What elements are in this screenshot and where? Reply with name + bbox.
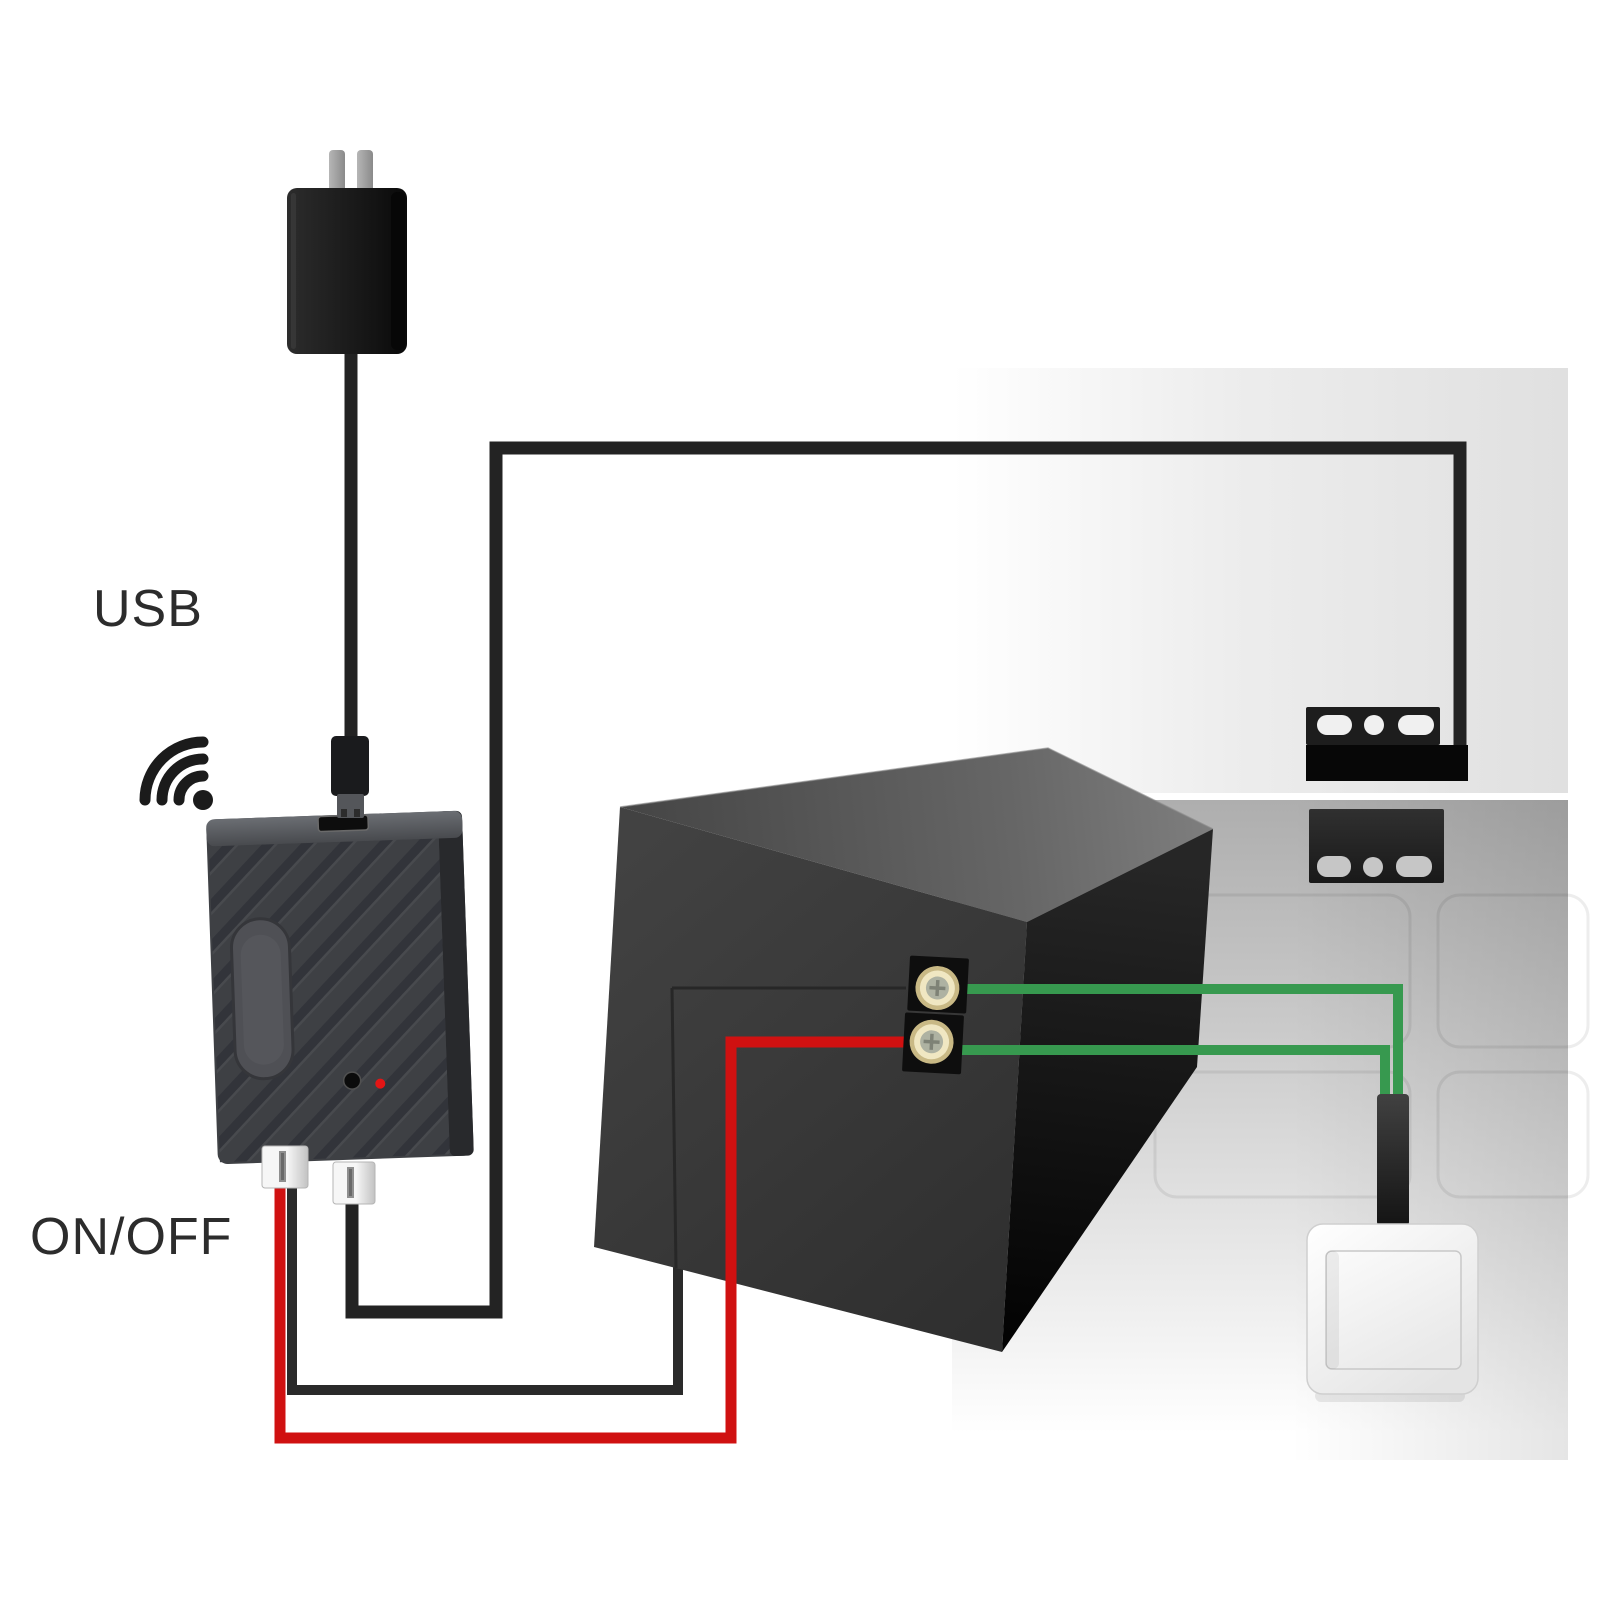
opener-front-face xyxy=(594,807,1027,1352)
wifi-arc-1 xyxy=(173,770,209,806)
mounting-bracket-upper xyxy=(1306,707,1468,781)
power-adapter xyxy=(287,150,407,354)
black-terminal-wire xyxy=(287,1186,683,1395)
onoff-connector-right xyxy=(332,1161,376,1205)
device-side-face xyxy=(438,810,474,1157)
terminal-screw-upper xyxy=(915,966,960,1011)
connector-slot-line xyxy=(281,1153,284,1180)
bracket-slot xyxy=(1396,856,1432,877)
wifi-icon xyxy=(139,736,213,810)
status-led xyxy=(375,1078,386,1089)
wifi-dot xyxy=(193,790,213,810)
red-terminal-wire xyxy=(274,1036,930,1444)
opener-panel-seam xyxy=(670,986,906,1269)
wifi-arc-3 xyxy=(139,736,209,806)
wall-switch-assembly xyxy=(1306,1094,1479,1402)
opener-top-face xyxy=(620,748,1213,922)
wifi-arc-2 xyxy=(156,753,209,806)
adapter-side-shade xyxy=(391,192,405,350)
plug-body xyxy=(331,736,369,796)
garage-opener-box xyxy=(594,747,1214,1352)
wifi-switch-device xyxy=(206,810,474,1165)
onoff-label: ON/OFF xyxy=(30,1208,232,1266)
switch-cable-sleeve xyxy=(1377,1094,1409,1226)
adapter-body xyxy=(287,188,407,354)
onoff-connector-left xyxy=(261,1145,309,1189)
adapter-highlight xyxy=(291,193,296,349)
plug-notch xyxy=(354,809,360,817)
usb-label: USB xyxy=(93,580,203,638)
connector-slot-line xyxy=(349,1169,352,1196)
green-wire-upper xyxy=(950,984,1403,1102)
upper-wall-panel xyxy=(952,368,1568,793)
bracket-hole xyxy=(1363,857,1383,877)
terminal-block xyxy=(902,955,969,1075)
switch-rocker-bevel xyxy=(1326,1251,1339,1369)
opener-right-face xyxy=(1002,829,1213,1352)
ceiling-signal-cable xyxy=(345,441,1467,1319)
plug-prong-left xyxy=(329,150,345,198)
pairing-button xyxy=(342,1071,362,1090)
micro-usb-plug xyxy=(331,736,369,818)
switch-rocker xyxy=(1325,1250,1462,1370)
bracket-slot xyxy=(1317,715,1352,735)
device-oval-inner xyxy=(240,934,284,1065)
mounting-bracket-lower xyxy=(1309,809,1444,883)
terminal-screw-lower xyxy=(909,1019,954,1064)
opener-top-edge-highlight xyxy=(619,747,1214,830)
green-wire-lower xyxy=(960,1045,1390,1102)
bracket-shadow-flange xyxy=(1306,745,1468,781)
bracket-slot xyxy=(1317,856,1351,877)
bracket-slot xyxy=(1398,715,1434,735)
plug-notch xyxy=(341,809,347,817)
bracket-hole xyxy=(1364,715,1384,735)
plug-prong-right xyxy=(357,150,373,198)
